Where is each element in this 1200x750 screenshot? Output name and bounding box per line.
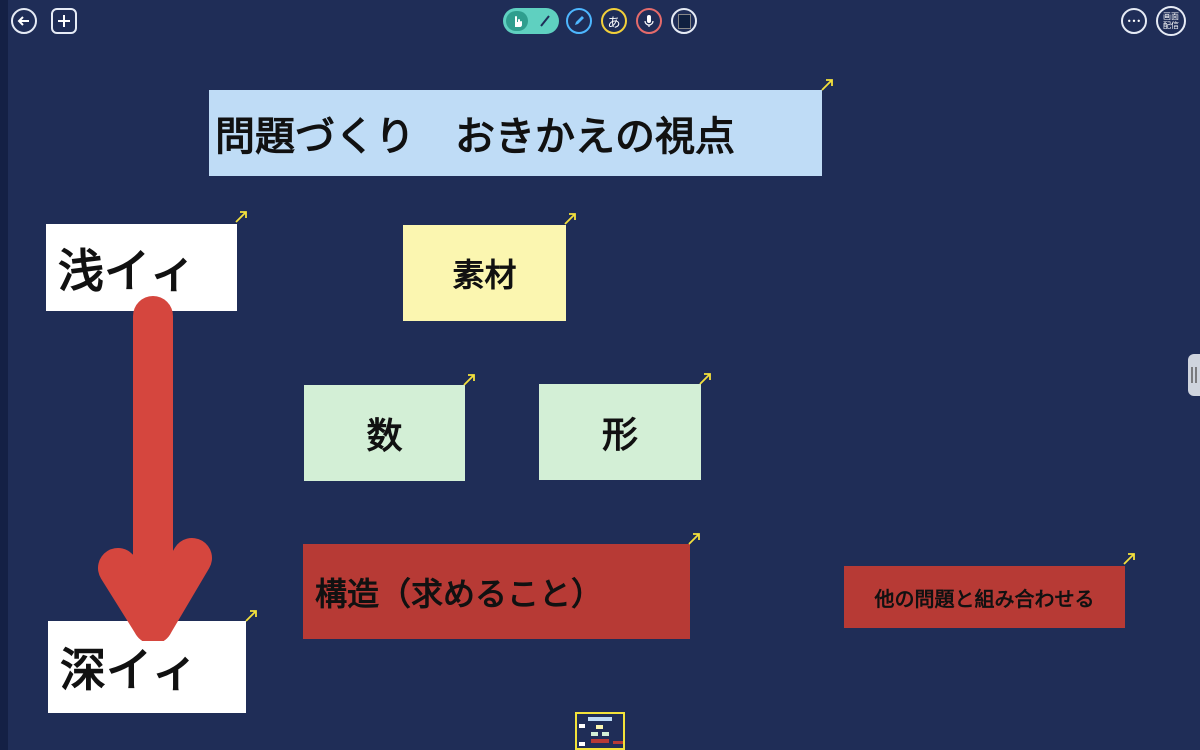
expand-arrow-icon[interactable] — [563, 212, 577, 226]
expand-arrow-icon[interactable] — [698, 372, 712, 386]
thumb-title — [588, 717, 612, 721]
thumb-card — [579, 724, 585, 728]
expand-arrow-icon[interactable] — [687, 532, 701, 546]
structure-card[interactable]: 構造（求めること） — [303, 544, 690, 639]
text-tool-label: あ — [607, 15, 621, 31]
select-tool-button[interactable] — [506, 11, 528, 31]
select-pen-toolgroup — [503, 8, 559, 34]
hand-pointer-icon — [515, 16, 522, 27]
thumb-card — [602, 732, 609, 736]
side-panel-handle[interactable] — [1188, 354, 1200, 396]
pen-tool-button[interactable] — [534, 11, 556, 31]
more-button[interactable]: ••• — [1121, 8, 1147, 34]
arrow-left-icon — [17, 16, 29, 26]
material-card[interactable]: 素材 — [403, 225, 566, 321]
shallow-card[interactable]: 浅イィ — [46, 224, 237, 311]
number-card[interactable]: 数 — [304, 385, 465, 481]
thumb-card — [579, 742, 585, 746]
shape-tool-button[interactable] — [671, 8, 697, 34]
thumb-card — [591, 732, 598, 736]
broadcast-label-1: 画面 — [1163, 12, 1179, 21]
wand-icon — [540, 15, 550, 27]
shape-card[interactable]: 形 — [539, 384, 701, 480]
deep-card[interactable]: 深イィ — [48, 621, 246, 713]
more-label: ••• — [1126, 16, 1142, 26]
screen-broadcast-button[interactable]: 画面 配信 — [1156, 6, 1186, 36]
title-card[interactable]: 問題づくり おきかえの視点 — [209, 90, 822, 176]
marker-tool-button[interactable] — [566, 8, 592, 34]
red-down-arrow[interactable] — [98, 296, 218, 641]
thumb-card — [596, 725, 603, 729]
mic-tool-button[interactable] — [636, 8, 662, 34]
plus-icon — [58, 15, 70, 27]
expand-arrow-icon[interactable] — [234, 210, 248, 224]
page-thumbnail[interactable] — [575, 712, 625, 750]
expand-arrow-icon[interactable] — [462, 373, 476, 387]
broadcast-label-2: 配信 — [1163, 21, 1179, 30]
pen-icon — [575, 16, 584, 25]
number-text: 数 — [366, 416, 403, 457]
expand-arrow-icon[interactable] — [1122, 552, 1136, 566]
title-text: 問題づくり おきかえの視点 — [215, 114, 735, 160]
back-button[interactable] — [11, 8, 37, 34]
text-tool-button[interactable]: あ — [601, 8, 627, 34]
expand-arrow-icon[interactable] — [244, 609, 258, 623]
deep-text: 深イィ — [60, 643, 198, 697]
mic-icon — [644, 15, 654, 27]
add-button[interactable] — [51, 8, 77, 34]
thumb-card — [591, 739, 609, 743]
left-edge — [0, 0, 8, 750]
combine-text: 他の問題と組み合わせる — [874, 586, 1095, 611]
structure-text: 構造（求めること） — [315, 574, 604, 613]
expand-arrow-icon[interactable] — [820, 78, 834, 92]
square-icon — [677, 13, 691, 29]
shape-text: 形 — [601, 415, 638, 456]
combine-card[interactable]: 他の問題と組み合わせる — [844, 566, 1125, 628]
thumb-card — [613, 741, 623, 744]
grip-icon — [1191, 367, 1197, 383]
material-text: 素材 — [452, 256, 517, 294]
shallow-text: 浅イィ — [58, 243, 196, 298]
